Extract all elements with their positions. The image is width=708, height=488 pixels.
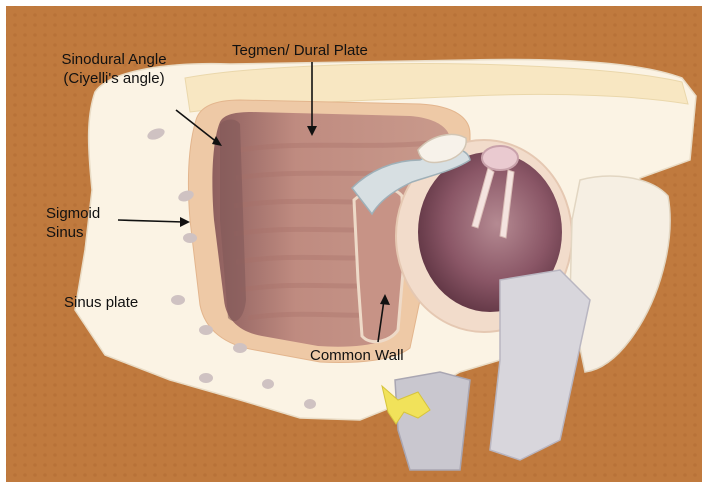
- sigmoid-sinus-label-line1: Sigmoid: [46, 204, 100, 223]
- ossicle-head: [482, 146, 518, 170]
- common-wall-label: Common Wall: [310, 346, 404, 365]
- sinodural-angle-label: Sinodural Angle (Ciyelli's angle): [26, 50, 202, 88]
- sigmoid-sinus-label-line2: Sinus: [46, 223, 100, 242]
- vessel-lower-2: [395, 372, 470, 470]
- common-wall: [354, 188, 404, 342]
- sinus-plate-label: Sinus plate: [64, 293, 138, 312]
- tegmen-label: Tegmen/ Dural Plate: [232, 41, 368, 60]
- sinodural-angle-label-line2: (Ciyelli's angle): [26, 69, 202, 88]
- sigmoid-sinus-label: Sigmoid Sinus: [46, 204, 100, 242]
- sinodural-angle-label-line1: Sinodural Angle: [26, 50, 202, 69]
